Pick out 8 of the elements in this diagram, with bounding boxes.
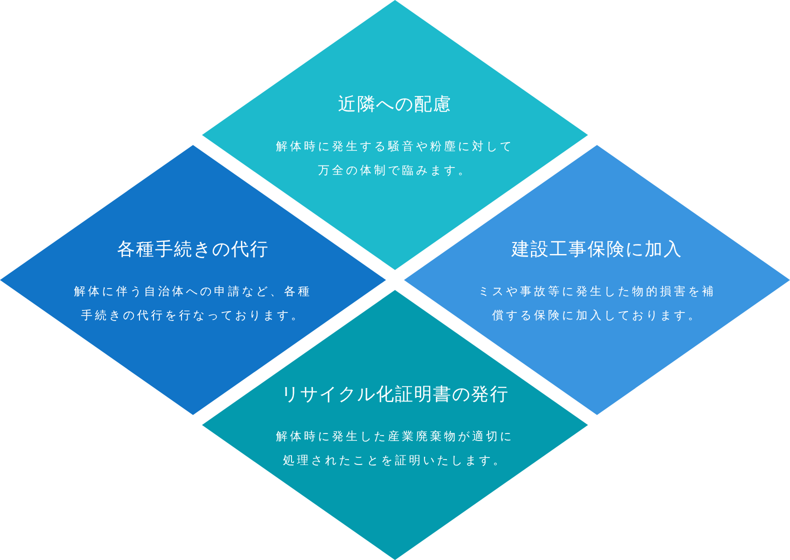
- heading: 各種手続きの代行: [117, 238, 269, 261]
- description-text: ミスや事故等に発生した物的損害を補償する保険に加入しております。: [478, 284, 716, 322]
- description-text: 解体に伴う自治体への申請など、各種手続きの代行を行なっております。: [74, 284, 312, 322]
- heading: 近隣への配慮: [338, 93, 452, 116]
- heading: リサイクル化証明書の発行: [281, 383, 509, 406]
- description-text: 解体時に発生する騒音や粉塵に対して万全の体制で臨みます。: [276, 139, 514, 177]
- description-text: 解体時に発生した産業廃棄物が適切に処理されたことを証明いたします。: [276, 429, 514, 467]
- heading: 建設工事保険に加入: [512, 238, 682, 261]
